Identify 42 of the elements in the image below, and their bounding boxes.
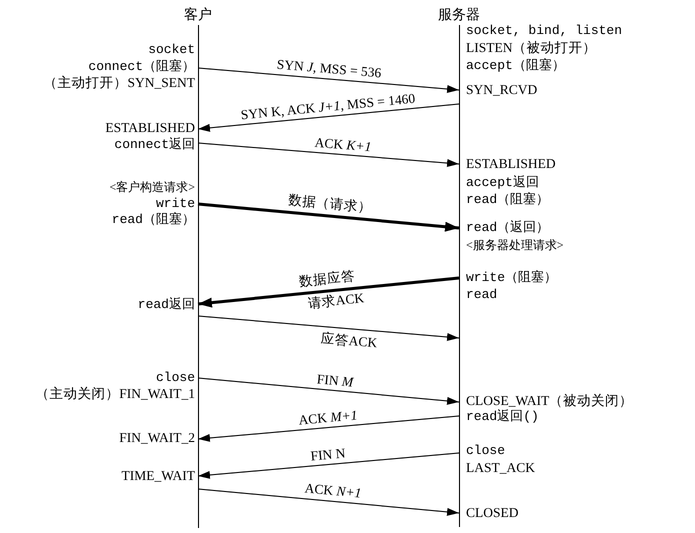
edge-label: FIN N [310, 445, 346, 464]
state-label: ESTABLISHED [105, 120, 195, 136]
call-label: close [466, 443, 506, 459]
call-label: read（返回） [466, 220, 550, 236]
edge-label: 应答ACK [320, 330, 378, 352]
state-label: （主动关闭）FIN_WAIT_1 [35, 386, 195, 402]
call-label: read返回 [138, 297, 195, 313]
edge-label: ACK M+1 [298, 406, 358, 428]
state-label: LISTEN（被动打开） [466, 40, 596, 56]
state-label: TIME_WAIT [122, 468, 195, 484]
lifeline-heading: 客户 [184, 6, 212, 24]
edge-label: SYN J, MSS = 536 [276, 56, 382, 82]
call-label: socket [148, 42, 195, 58]
call-label: connect（阻塞） [88, 59, 195, 75]
state-label: LAST_ACK [466, 460, 536, 476]
call-label: connect返回 [114, 137, 195, 153]
state-label: FIN_WAIT_2 [119, 430, 195, 446]
state-label: （主动打开）SYN_SENT [43, 75, 195, 91]
call-label: write [156, 196, 195, 212]
call-label: accept（阻塞） [466, 58, 565, 74]
state-label: ESTABLISHED [466, 156, 556, 172]
call-label: read（阻塞） [466, 192, 550, 208]
edge-label: FIN M [316, 370, 354, 390]
call-label: write（阻塞） [466, 270, 558, 286]
call-label: socket, bind, listen [466, 23, 622, 39]
call-label: close [156, 370, 195, 386]
edge-label: ACK K+1 [314, 134, 372, 155]
state-label: SYN_RCVD [466, 82, 538, 98]
edge-label: 数据（请求） [287, 192, 372, 216]
note-label: <服务器处理请求> [466, 237, 564, 253]
edge-label: 数据应答 [298, 268, 356, 290]
call-label: read（阻塞） [112, 212, 195, 228]
call-label: read返回() [466, 409, 539, 425]
state-label: CLOSE_WAIT（被动关闭） [466, 393, 634, 409]
edge-label: ACK N+1 [304, 480, 362, 502]
call-label: accept返回 [466, 175, 539, 191]
call-label: read [466, 287, 498, 303]
edge-label: SYN K, ACK J+1, MSS = 1460 [240, 90, 416, 123]
lifeline-heading: 服务器 [438, 6, 480, 24]
note-label: <客户构造请求> [109, 179, 195, 195]
state-label: CLOSED [466, 505, 519, 521]
arrow-label: 请求ACK [306, 290, 364, 312]
